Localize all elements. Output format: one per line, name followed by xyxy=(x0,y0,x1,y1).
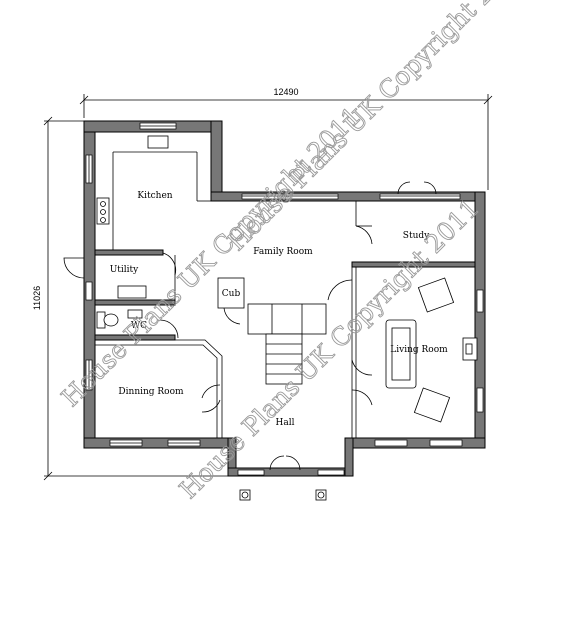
room-cub: Cub xyxy=(222,289,241,299)
doors xyxy=(63,181,437,471)
interior-walls xyxy=(94,151,476,438)
planter-left-icon xyxy=(239,489,251,501)
planter-right-icon xyxy=(315,489,327,501)
utility-sink-icon xyxy=(117,285,147,299)
room-hall: Hall xyxy=(276,418,295,428)
room-living: Living Room xyxy=(390,345,448,355)
room-study: Study xyxy=(403,231,430,241)
width-label: 12490 xyxy=(273,87,298,97)
depth-label: 11026 xyxy=(32,286,42,310)
room-dining: Dinning Room xyxy=(118,387,184,397)
windows xyxy=(85,122,484,476)
dimension-depth: 11026 xyxy=(32,116,230,481)
basin-icon xyxy=(127,309,143,319)
fireplace-icon xyxy=(462,337,478,361)
room-utility: Utility xyxy=(110,265,139,275)
dimension-width: 12490 xyxy=(79,87,493,190)
watermark-line-3: House Plans UK Copyright 2011 xyxy=(222,0,533,256)
furniture xyxy=(96,135,478,501)
room-wc: WC xyxy=(131,321,147,331)
room-kitchen: Kitchen xyxy=(137,191,172,201)
kitchen-sink-icon xyxy=(147,135,169,149)
armchair-top-icon xyxy=(417,277,455,313)
room-labels: Kitchen Family Room Study Utility Cub WC… xyxy=(110,191,448,428)
armchair-bottom-icon xyxy=(413,387,451,423)
room-family: Family Room xyxy=(253,247,313,257)
hob-icon xyxy=(96,197,110,225)
sofa-icon xyxy=(385,319,417,389)
